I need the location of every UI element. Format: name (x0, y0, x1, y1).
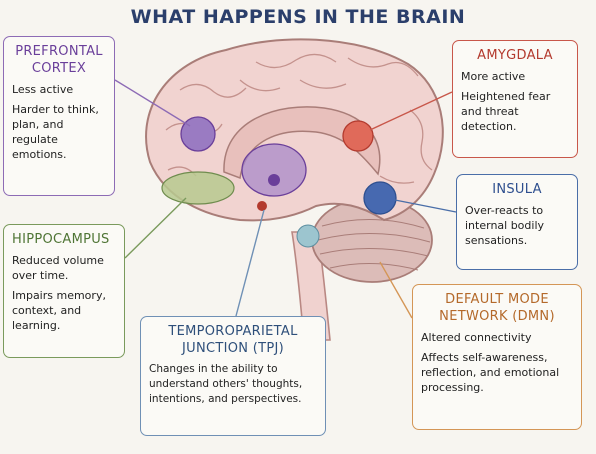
prefrontal-marker (180, 116, 216, 152)
tpj-text1: Changes in the ability to understand oth… (149, 363, 303, 405)
dmn-text1: Altered connectivity (421, 331, 532, 344)
dmn-heading: DEFAULT MODE NETWORK (DMN) (421, 291, 573, 325)
page-title: WHAT HAPPENS IN THE BRAIN (130, 6, 466, 28)
insula-marker (363, 181, 397, 215)
tpj-heading-line1: TEMPOROPARIETAL (168, 324, 298, 339)
default-mode-network-box: DEFAULT MODE NETWORK (DMN) Altered conne… (412, 284, 582, 430)
hippocampus-text1: Reduced volume over time. (12, 254, 104, 282)
hippocampus-heading: HIPPOCAMPUS (12, 232, 110, 247)
insula-box: INSULA Over-reacts to internal bodily se… (456, 174, 578, 270)
prefrontal-cortex-text1: Less active (12, 83, 74, 96)
dmn-heading-line2: NETWORK (DMN) (439, 309, 555, 324)
prefrontal-cortex-box: PREFRONTAL CORTEX Less active Harder to … (3, 36, 115, 196)
prefrontal-cortex-heading-line2: CORTEX (31, 61, 87, 76)
dmn-text2: Affects self-awareness, reflection, and … (421, 351, 560, 394)
prefrontal-cortex-text2: Harder to think, plan, and regulate emot… (12, 103, 99, 161)
prefrontal-cortex-heading-line1: PREFRONTAL (15, 44, 103, 59)
hippocampus-marker (161, 171, 235, 205)
connector-lines (114, 79, 457, 319)
amygdala-text2: Heightened fear and threat detection. (461, 90, 551, 133)
tpj-heading-line2: JUNCTION (TPJ) (182, 341, 284, 356)
amygdala-heading: AMYGDALA (477, 48, 553, 63)
amygdala-box: AMYGDALA More active Heightened fear and… (452, 40, 578, 158)
insula-text1: Over-reacts to internal bodily sensation… (465, 204, 545, 247)
thalamus-marker (241, 143, 307, 197)
corpus-callosum (223, 106, 381, 180)
amygdala-marker (342, 120, 374, 152)
hippocampus-box: HIPPOCAMPUS Reduced volume over time. Im… (3, 224, 125, 358)
tpj-heading: TEMPOROPARIETAL JUNCTION (TPJ) (149, 323, 317, 357)
prefrontal-cortex-heading: PREFRONTAL CORTEX (12, 43, 106, 77)
dmn-heading-line1: DEFAULT MODE (445, 292, 549, 307)
insula-heading: INSULA (492, 182, 542, 197)
tpj-marker (257, 201, 267, 211)
tpj-blue-marker (296, 224, 320, 248)
amygdala-text1: More active (461, 70, 526, 83)
temporoparietal-junction-box: TEMPOROPARIETAL JUNCTION (TPJ) Changes i… (140, 316, 326, 436)
hippocampus-text2: Impairs memory, context, and learning. (12, 289, 106, 332)
